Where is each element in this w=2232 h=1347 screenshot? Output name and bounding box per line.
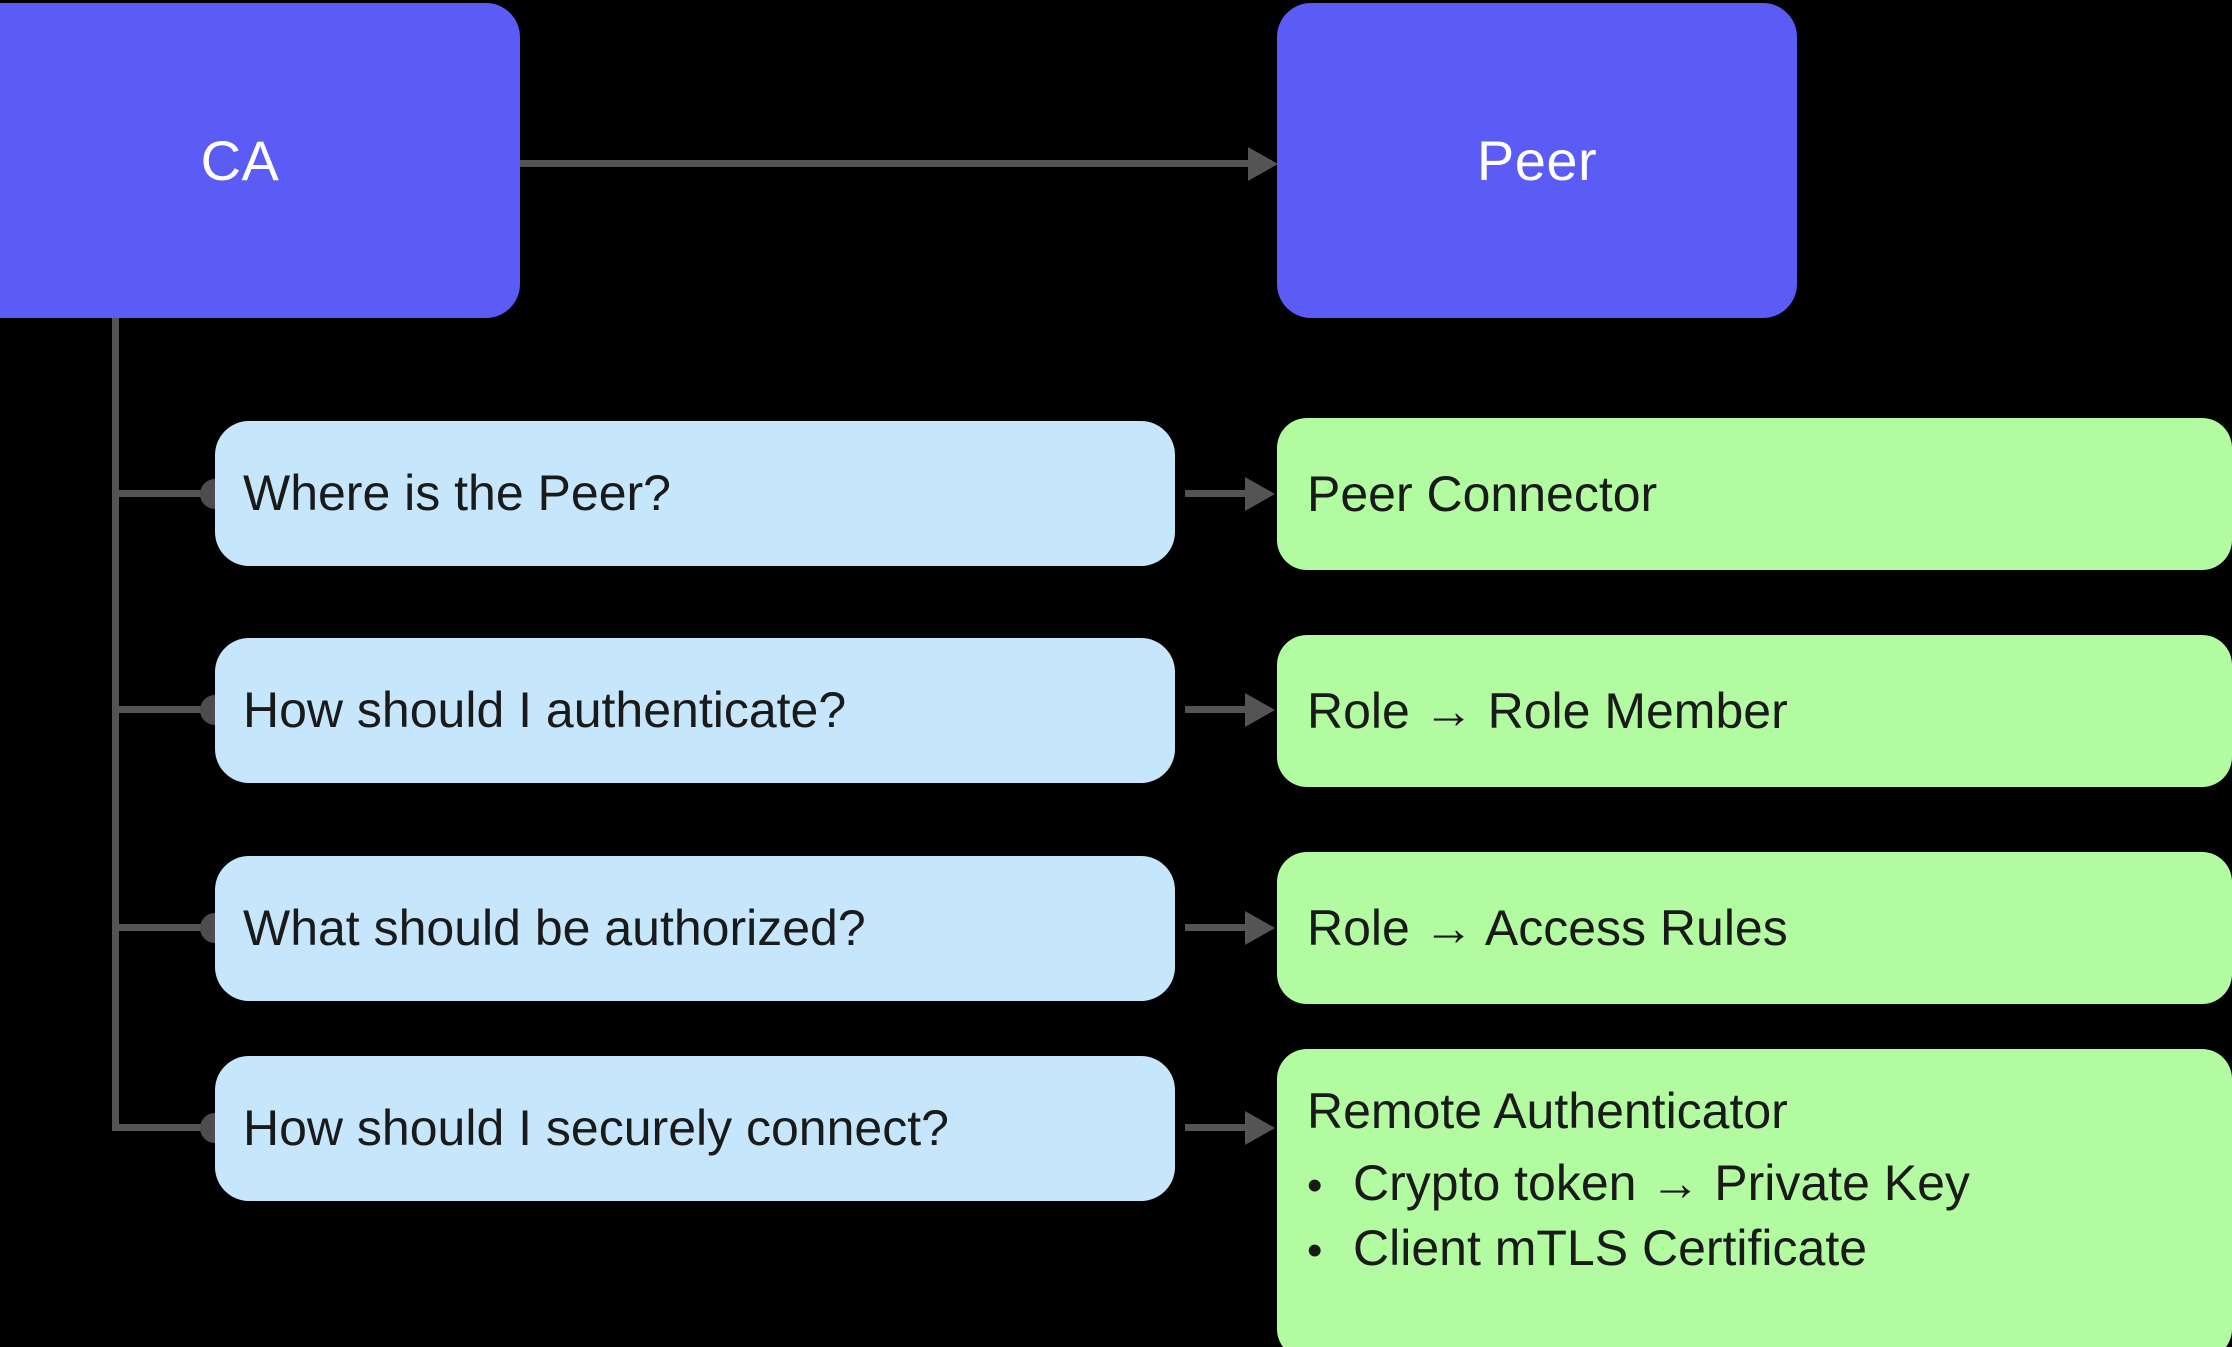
- arrowhead-ca-to-peer: [1248, 147, 1278, 181]
- connector-question-1-to-answer-1: [1185, 490, 1247, 497]
- connector-question-4-to-answer-4: [1185, 1124, 1247, 1131]
- bullet-icon: •: [1307, 1161, 1323, 1210]
- bullet-icon: •: [1307, 1226, 1323, 1275]
- connector-ca-to-peer: [520, 160, 1272, 167]
- connector-spine-to-question-4: [112, 1124, 222, 1131]
- node-answer-4-body: Remote Authenticator • Crypto token → Pr…: [1307, 1081, 1970, 1281]
- list-item: • Crypto token → Private Key: [1307, 1151, 1970, 1216]
- node-ca-label: CA: [200, 128, 280, 192]
- arrowhead-answer-1: [1245, 477, 1275, 511]
- node-question-2[interactable]: How should I authenticate?: [215, 638, 1175, 783]
- node-answer-3-body: Role → Access Rules: [1307, 898, 1788, 958]
- connector-spine-to-question-1: [112, 490, 222, 497]
- arrowhead-answer-3: [1245, 911, 1275, 945]
- node-answer-3[interactable]: Role → Access Rules: [1277, 852, 2232, 1004]
- node-question-1-label: Where is the Peer?: [243, 464, 671, 521]
- connector-spine-to-question-2: [112, 706, 222, 713]
- node-question-2-label: How should I authenticate?: [243, 681, 847, 738]
- connector-spine-to-question-3: [112, 924, 222, 931]
- node-answer-4-bullet-1: Crypto token → Private Key: [1353, 1155, 1970, 1211]
- node-answer-4-bullet-2: Client mTLS Certificate: [1353, 1220, 1868, 1276]
- node-question-1[interactable]: Where is the Peer?: [215, 421, 1175, 566]
- list-item: • Client mTLS Certificate: [1307, 1216, 1970, 1281]
- node-question-4-label: How should I securely connect?: [243, 1099, 949, 1156]
- connector-ca-spine: [112, 318, 119, 1131]
- node-answer-2[interactable]: Role → Role Member: [1277, 635, 2232, 787]
- node-question-4[interactable]: How should I securely connect?: [215, 1056, 1175, 1201]
- connector-question-3-to-answer-3: [1185, 924, 1247, 931]
- node-answer-1[interactable]: Peer Connector: [1277, 418, 2232, 570]
- node-answer-2-title: Role → Role Member: [1307, 683, 1788, 739]
- node-question-3[interactable]: What should be authorized?: [215, 856, 1175, 1001]
- node-answer-2-body: Role → Role Member: [1307, 681, 1788, 741]
- node-question-3-label: What should be authorized?: [243, 899, 866, 956]
- node-answer-1-body: Peer Connector: [1307, 464, 1657, 524]
- node-ca[interactable]: CA: [0, 3, 520, 318]
- node-answer-1-title: Peer Connector: [1307, 466, 1658, 522]
- arrowhead-answer-4: [1245, 1111, 1275, 1145]
- node-answer-4-bullets: • Crypto token → Private Key • Client mT…: [1307, 1151, 1970, 1281]
- connector-question-2-to-answer-2: [1185, 706, 1247, 713]
- node-peer-label: Peer: [1476, 128, 1598, 192]
- arrowhead-answer-2: [1245, 693, 1275, 727]
- node-peer[interactable]: Peer: [1277, 3, 1797, 318]
- node-answer-4-title: Remote Authenticator: [1307, 1083, 1788, 1139]
- node-answer-4[interactable]: Remote Authenticator • Crypto token → Pr…: [1277, 1049, 2232, 1347]
- node-answer-3-title: Role → Access Rules: [1307, 900, 1788, 956]
